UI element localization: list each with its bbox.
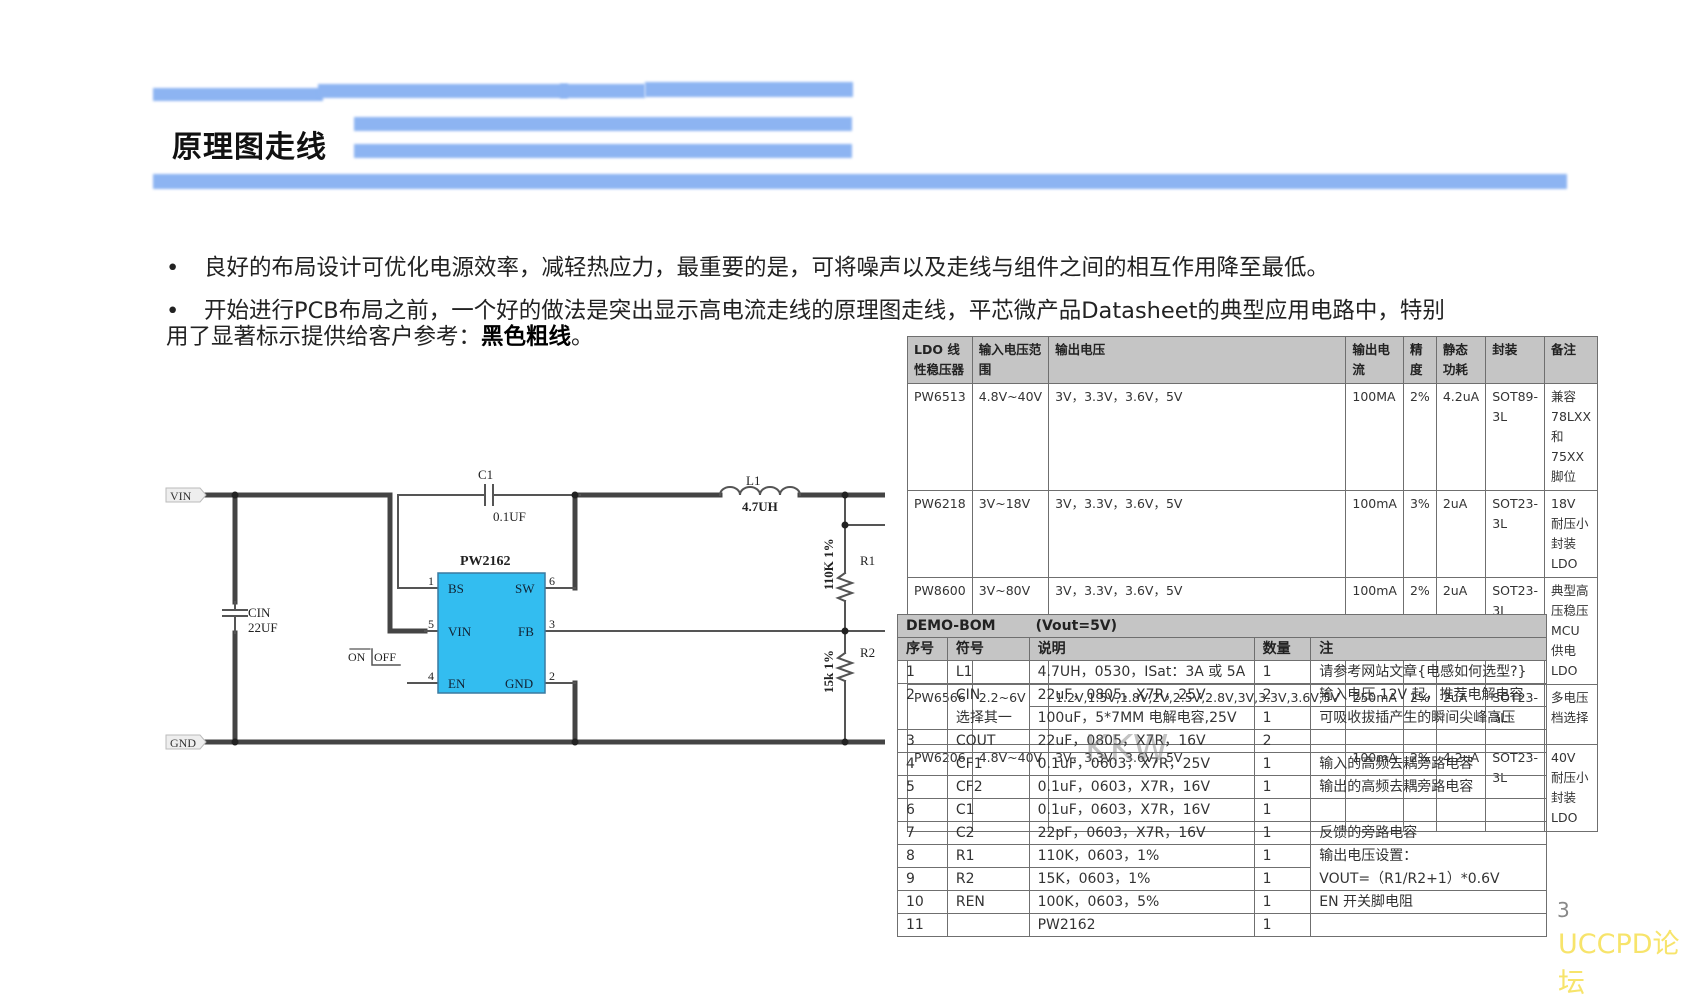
bom-header-row: 序号符号说明数量注 bbox=[897, 637, 1547, 661]
header-band-mid-1 bbox=[354, 117, 852, 131]
overlay-watermark: KKW bbox=[1085, 728, 1170, 769]
header-band-top-1 bbox=[153, 88, 323, 101]
chip-name: PW2162 bbox=[460, 554, 511, 569]
schematic-diagram: VIN Vout: 5V GND GND C1 0.1UF L1 4.7UH P… bbox=[165, 467, 885, 750]
c1-name: C1 bbox=[478, 467, 493, 482]
r2-value: 15k 1% bbox=[821, 650, 836, 693]
svg-text:4: 4 bbox=[428, 669, 434, 683]
page-title: 原理图走线 bbox=[172, 130, 327, 165]
header-band-top-2 bbox=[318, 84, 568, 98]
gnd-left-label: GND bbox=[170, 736, 196, 750]
brand-watermark: UCCPD论坛 bbox=[1558, 929, 1680, 999]
ldo-header-row: LDO 线性稳压器输入电压范围输出电压输出电流精度静态功耗封装备注 bbox=[907, 336, 1599, 384]
header-band-top-4 bbox=[645, 82, 853, 97]
pin-fb: FB bbox=[518, 624, 534, 639]
svg-text:3: 3 bbox=[549, 617, 555, 631]
highlight-text: 黑色粗线 bbox=[481, 324, 572, 350]
header-band-bottom bbox=[153, 174, 1567, 189]
svg-text:6: 6 bbox=[549, 574, 555, 588]
pin-vin: VIN bbox=[448, 624, 472, 639]
c1-value: 0.1UF bbox=[493, 509, 526, 524]
header-band-mid-2 bbox=[354, 144, 852, 158]
svg-text:5: 5 bbox=[428, 617, 434, 631]
pin-sw: SW bbox=[515, 581, 535, 596]
cin-value: 22UF bbox=[248, 620, 278, 635]
bom-caption-row: DEMO-BOM (Vout=5V) bbox=[897, 614, 1547, 638]
chip-pw2162 bbox=[437, 572, 546, 694]
cin-name: CIN bbox=[248, 605, 271, 620]
bom-caption-note: (Vout=5V) bbox=[1035, 618, 1118, 634]
bullet-2: •开始进行PCB布局之前，一个好的做法是突出显示高电流走线的原理图走线，平芯微产… bbox=[166, 298, 1445, 350]
en-off-label: OFF bbox=[374, 650, 396, 664]
svg-text:1: 1 bbox=[428, 574, 434, 588]
page-number: 3 bbox=[1557, 898, 1570, 922]
vin-label: VIN bbox=[170, 489, 192, 503]
pin-bs: BS bbox=[448, 581, 464, 596]
svg-text:2: 2 bbox=[549, 669, 555, 683]
bullet-dot: • bbox=[166, 298, 180, 324]
bom-caption: DEMO-BOM bbox=[906, 618, 996, 634]
r2-name: R2 bbox=[860, 645, 875, 660]
vin-port bbox=[165, 487, 207, 503]
pin-gnd: GND bbox=[505, 676, 533, 691]
bullet-1: •良好的布局设计可优化电源效率，减轻热应力，最重要的是，可将噪声以及走线与组件之… bbox=[166, 255, 1330, 281]
header-band-top-3 bbox=[560, 84, 645, 98]
r1-name: R1 bbox=[860, 553, 875, 568]
bullet-dot: • bbox=[166, 255, 180, 281]
pin-en: EN bbox=[448, 676, 466, 691]
r1-value: 110K 1% bbox=[821, 538, 836, 590]
en-on-label: ON bbox=[348, 650, 366, 664]
l1-name: L1 bbox=[746, 473, 760, 488]
l1-value: 4.7UH bbox=[742, 499, 778, 514]
